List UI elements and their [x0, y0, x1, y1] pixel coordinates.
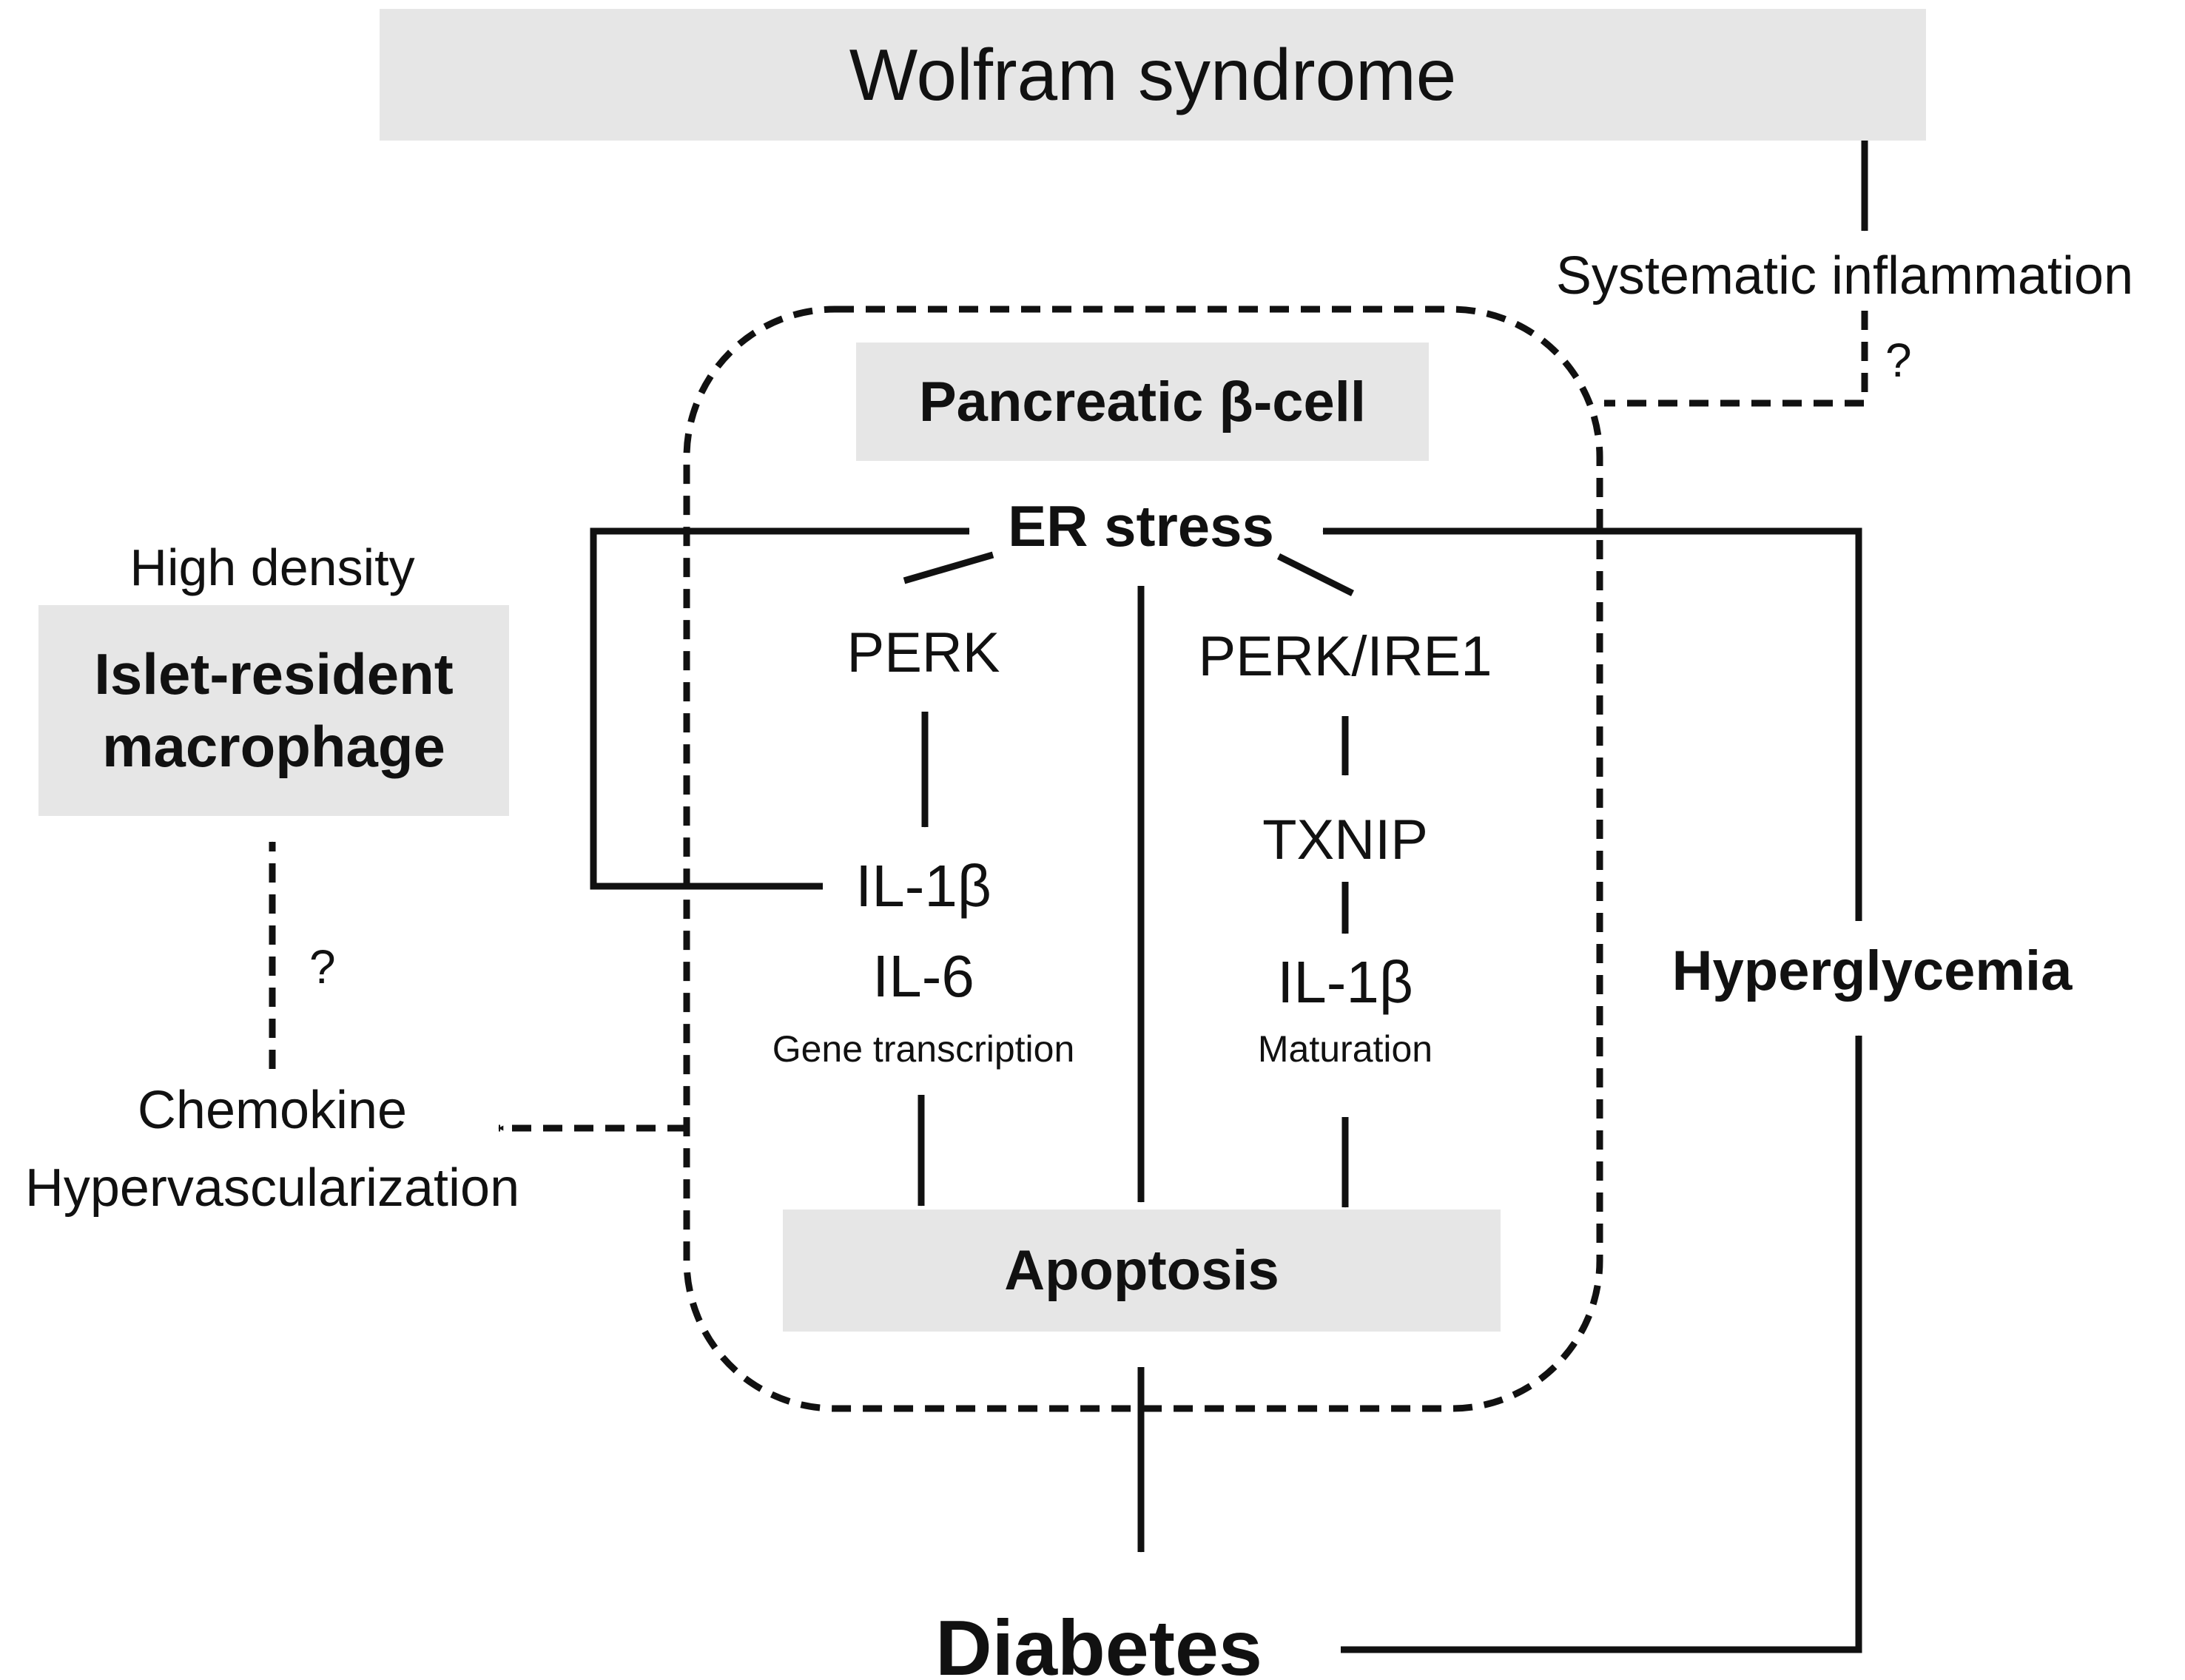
arrow-il1b-feedback-to-er-stress: [590, 527, 970, 890]
il1b-right-label: IL-1β: [1277, 949, 1413, 1015]
hypervascularization-label: Hypervascularization: [24, 1158, 520, 1218]
wolfram-syndrome-label: Wolfram syndrome: [849, 33, 1457, 115]
high-density-label: High density: [129, 539, 415, 596]
gene-transcription-label: Gene transcription: [772, 1028, 1075, 1070]
er-stress-label: ER stress: [1008, 493, 1274, 559]
hyperglycemia-label: Hyperglycemia: [1671, 939, 2073, 1002]
il1b-left-label: IL-1β: [855, 853, 992, 919]
perk-label: PERK: [846, 621, 1000, 684]
islet-macrophage-box: Islet-resident macrophage: [38, 605, 509, 816]
maturation-label: Maturation: [1257, 1028, 1433, 1070]
arrow-inflammation-to-beta-cell: [1603, 311, 1868, 407]
wolfram-syndrome-box: Wolfram syndrome: [380, 9, 1926, 141]
islet-macrophage-line2: macrophage: [102, 713, 445, 779]
diabetes-label: Diabetes: [935, 1605, 1262, 1680]
txnip-label: TXNIP: [1262, 809, 1428, 871]
branch-er-stress-to-perk: [903, 551, 994, 584]
arrow-hyperglycemia-to-er-stress: [1322, 527, 1862, 921]
pancreatic-beta-cell-label: Pancreatic β-cell: [918, 370, 1367, 434]
il6-label: IL-6: [872, 943, 974, 1009]
chemokine-label: Chemokine: [137, 1081, 408, 1140]
arrow-diabetes-to-hyperglycemia: [1341, 1035, 1862, 1653]
apoptosis-box: Apoptosis: [783, 1210, 1501, 1332]
question-mark-inflammation: ?: [1885, 334, 1912, 387]
pancreatic-beta-cell-box: Pancreatic β-cell: [856, 343, 1429, 461]
islet-macrophage-line1: Islet-resident: [94, 641, 454, 706]
perk-ire1-label: PERK/IRE1: [1198, 625, 1492, 688]
apoptosis-label: Apoptosis: [1004, 1239, 1279, 1302]
question-mark-macrophage: ?: [309, 940, 336, 994]
branch-er-stress-to-perk-ire1: [1276, 553, 1355, 597]
systematic-inflammation-label: Systematic inflammation: [1555, 246, 2134, 306]
